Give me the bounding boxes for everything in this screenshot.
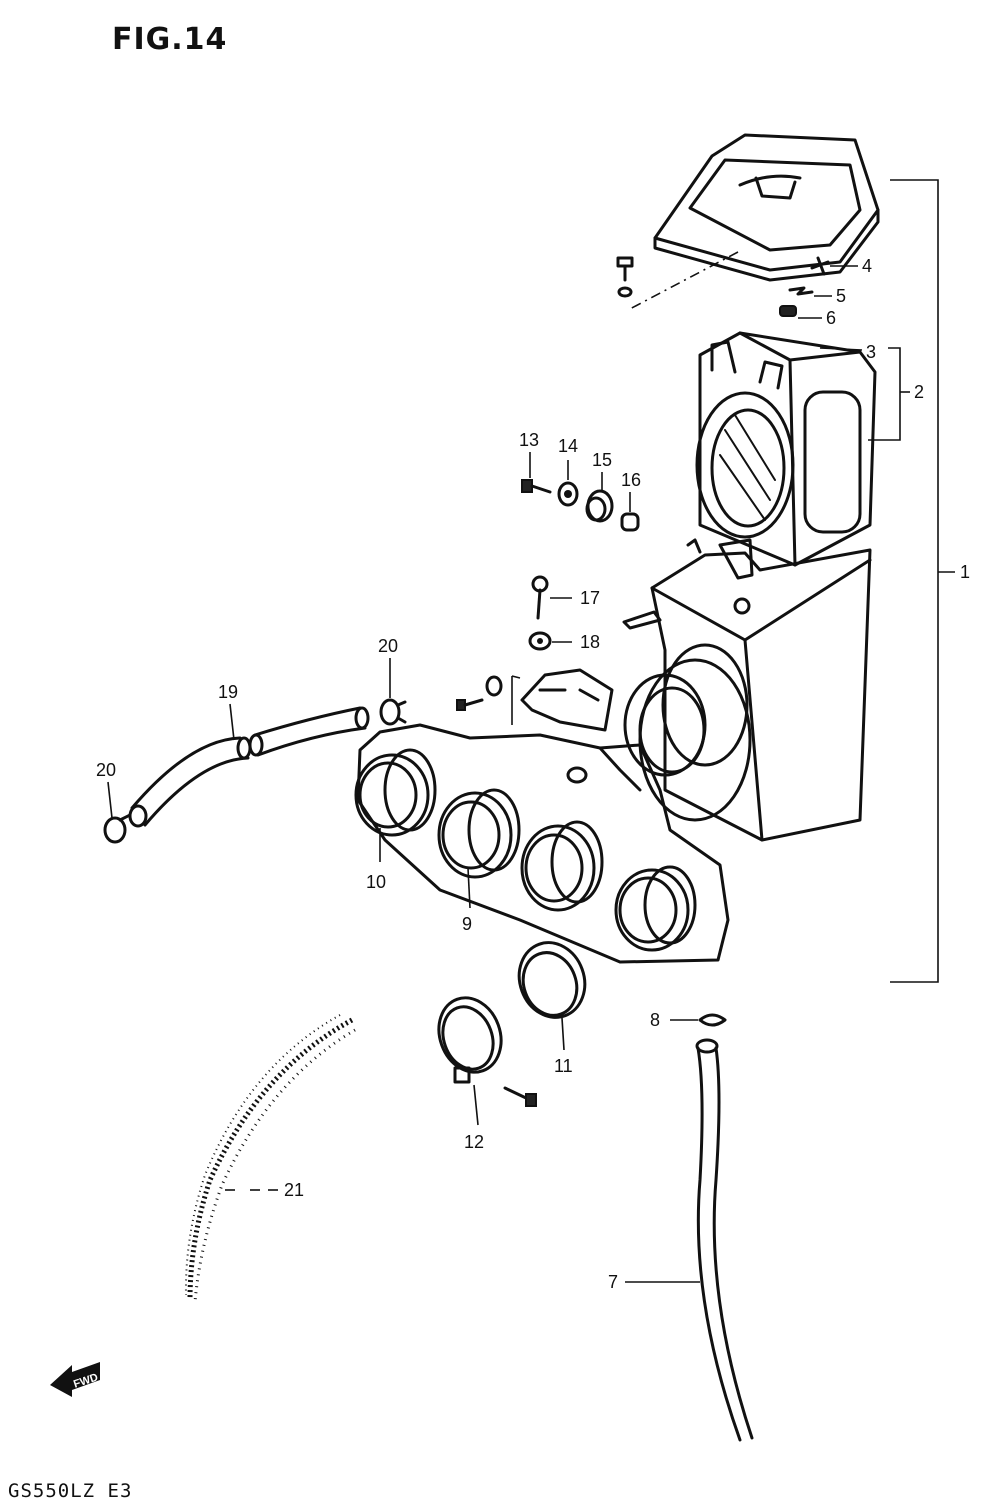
callout-13: 13 bbox=[519, 430, 539, 450]
figure-title: FIG.14 bbox=[112, 22, 228, 57]
screw-13 bbox=[521, 479, 552, 494]
drain-hose bbox=[695, 1038, 754, 1442]
callout-15: 15 bbox=[592, 450, 612, 470]
callout-8: 8 bbox=[650, 1010, 660, 1030]
nut-6 bbox=[779, 305, 797, 317]
callout-19: 19 bbox=[218, 682, 238, 702]
clamp-12 bbox=[437, 996, 537, 1107]
callout-14: 14 bbox=[558, 436, 578, 456]
callout-11: 11 bbox=[554, 1056, 573, 1076]
breather-hose bbox=[128, 706, 370, 828]
washer-18 bbox=[528, 631, 552, 651]
spring-5 bbox=[788, 286, 814, 296]
intake-box bbox=[356, 723, 730, 964]
bracket-hardware bbox=[456, 668, 707, 777]
callout-2: 2 bbox=[914, 382, 924, 402]
callout-10: 10 bbox=[366, 872, 386, 892]
screw-17 bbox=[531, 575, 549, 620]
callout-1: 1 bbox=[960, 562, 970, 582]
callout-16: 16 bbox=[621, 470, 641, 490]
intake-port-9 bbox=[437, 788, 521, 879]
callout-5: 5 bbox=[836, 286, 846, 306]
clamp-11 bbox=[517, 941, 587, 1019]
washer-14 bbox=[557, 481, 579, 507]
fwd-arrow-icon: FWD bbox=[50, 1362, 100, 1397]
foam-seal-21 bbox=[184, 1014, 356, 1303]
callout-17: 17 bbox=[580, 588, 600, 608]
intake-port-10 bbox=[354, 748, 437, 837]
callout-7: 7 bbox=[608, 1272, 618, 1292]
clamp-20-upper bbox=[379, 698, 407, 726]
group-bracket-2 bbox=[868, 347, 910, 441]
filter-element bbox=[695, 331, 877, 567]
callouts: 1 2 3 4 5 6 7 8 9 10 11 12 13 14 15 16 1… bbox=[96, 256, 970, 1292]
clamp-20-lower bbox=[103, 813, 132, 844]
callout-4: 4 bbox=[862, 256, 872, 276]
grommet-15 bbox=[585, 489, 614, 523]
intake-port-4th bbox=[614, 865, 697, 952]
model-code: GS550LZ E3 bbox=[8, 1480, 133, 1502]
bolt-4 bbox=[810, 256, 830, 276]
callout-12: 12 bbox=[464, 1132, 484, 1152]
callout-21: 21 bbox=[284, 1180, 304, 1200]
group-bracket-1 bbox=[890, 179, 955, 983]
intake-port-3rd bbox=[520, 820, 604, 912]
clip-8 bbox=[698, 1013, 727, 1027]
callout-20-upper: 20 bbox=[378, 636, 398, 656]
callout-20-lower: 20 bbox=[96, 760, 116, 780]
cap-screw bbox=[616, 256, 634, 298]
callout-6: 6 bbox=[826, 308, 836, 328]
collar-16 bbox=[620, 512, 640, 532]
callout-3: 3 bbox=[866, 342, 876, 362]
callout-18: 18 bbox=[580, 632, 600, 652]
callout-9: 9 bbox=[462, 914, 472, 934]
leader-lines bbox=[107, 265, 863, 1283]
air-cleaner-cap bbox=[627, 133, 880, 311]
